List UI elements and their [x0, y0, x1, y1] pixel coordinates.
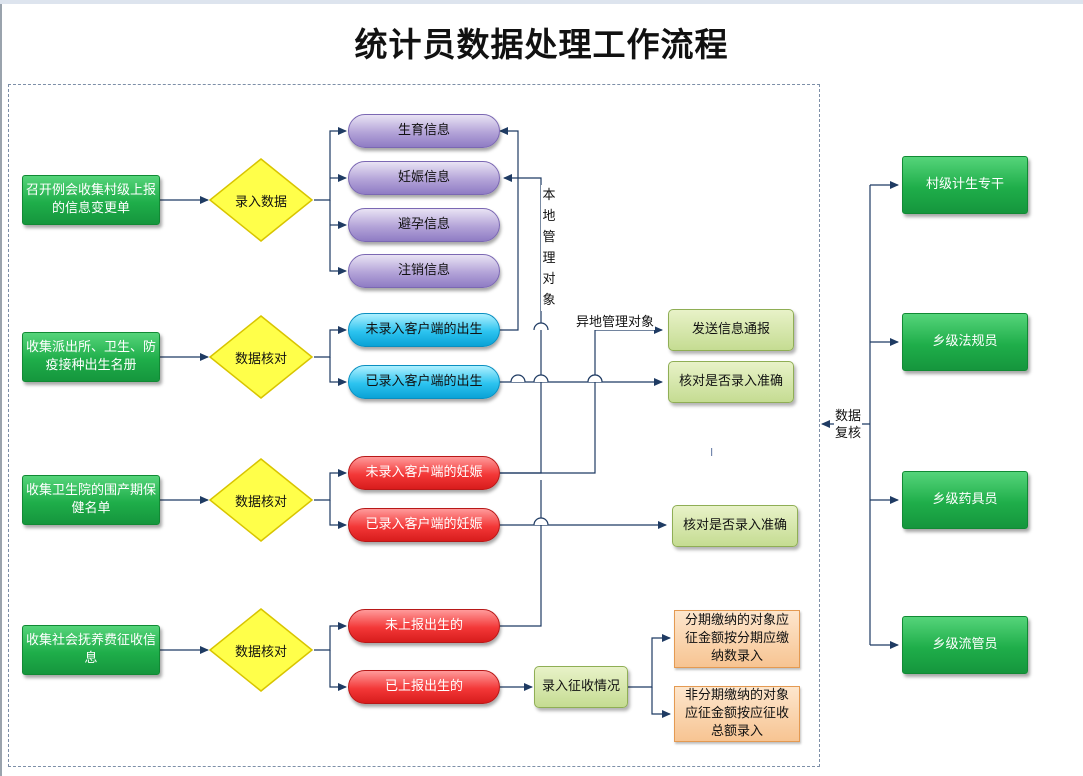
birth-entered: 已录入客户端的出生	[348, 365, 500, 399]
lump-sum-fee-box: 非分期缴纳的对象应征金额按应征收总额录入	[674, 686, 800, 742]
stray-mark: I	[710, 446, 714, 459]
source-village-report: 召开例会收集村级上报的信息变更单	[22, 175, 160, 225]
decision-label: 数据核对	[234, 351, 287, 367]
info-birth: 生育信息	[348, 114, 500, 148]
decision-label: 录入数据	[234, 194, 287, 210]
window-top-bar	[0, 0, 1083, 4]
decision-verify-reports: 数据核对	[208, 607, 314, 693]
process-boundary	[8, 84, 820, 767]
staff-township-migrant: 乡级流管员	[902, 616, 1028, 674]
birth-reported: 已上报出生的	[348, 670, 500, 704]
decision-label: 数据核对	[234, 494, 287, 510]
pregnancy-not-entered: 未录入客户端的妊娠	[348, 456, 500, 490]
birth-not-reported: 未上报出生的	[348, 609, 500, 643]
pregnancy-entered: 已录入客户端的妊娠	[348, 508, 500, 542]
page-title: 统计员数据处理工作流程	[354, 25, 729, 64]
staff-township-supplies: 乡级药具员	[902, 471, 1028, 529]
decision-verify-pregnancy: 数据核对	[208, 457, 314, 543]
staff-village-officer: 村级计生专干	[902, 156, 1028, 214]
info-cancellation: 注销信息	[348, 254, 500, 288]
decision-enter-data: 录入数据	[208, 157, 314, 243]
verify-birth-entry: 核对是否录入准确	[668, 361, 794, 403]
verify-pregnancy-entry: 核对是否录入准确	[672, 505, 798, 547]
local-management-label: 本地管理对象	[541, 185, 557, 311]
source-birth-roster: 收集派出所、卫生、防疫接种出生名册	[22, 332, 160, 382]
info-pregnancy: 妊娠信息	[348, 161, 500, 195]
birth-not-entered: 未录入客户端的出生	[348, 313, 500, 347]
recheck-label: 数据复核	[834, 408, 862, 442]
installment-fee-box: 分期缴纳的对象应征金额按分期应缴纳数录入	[674, 610, 800, 668]
source-fee-info: 收集社会抚养费征收信息	[22, 625, 160, 675]
staff-township-legal: 乡级法规员	[902, 313, 1028, 371]
info-contraception: 避孕信息	[348, 208, 500, 242]
enter-collection: 录入征收情况	[534, 666, 628, 708]
send-notice: 发送信息通报	[668, 309, 794, 351]
source-perinatal-list: 收集卫生院的围产期保健名单	[22, 475, 160, 525]
decision-verify-births: 数据核对	[208, 314, 314, 400]
remote-management-label: 异地管理对象	[575, 311, 656, 330]
decision-label: 数据核对	[234, 644, 287, 660]
window-left-edge	[0, 4, 2, 776]
